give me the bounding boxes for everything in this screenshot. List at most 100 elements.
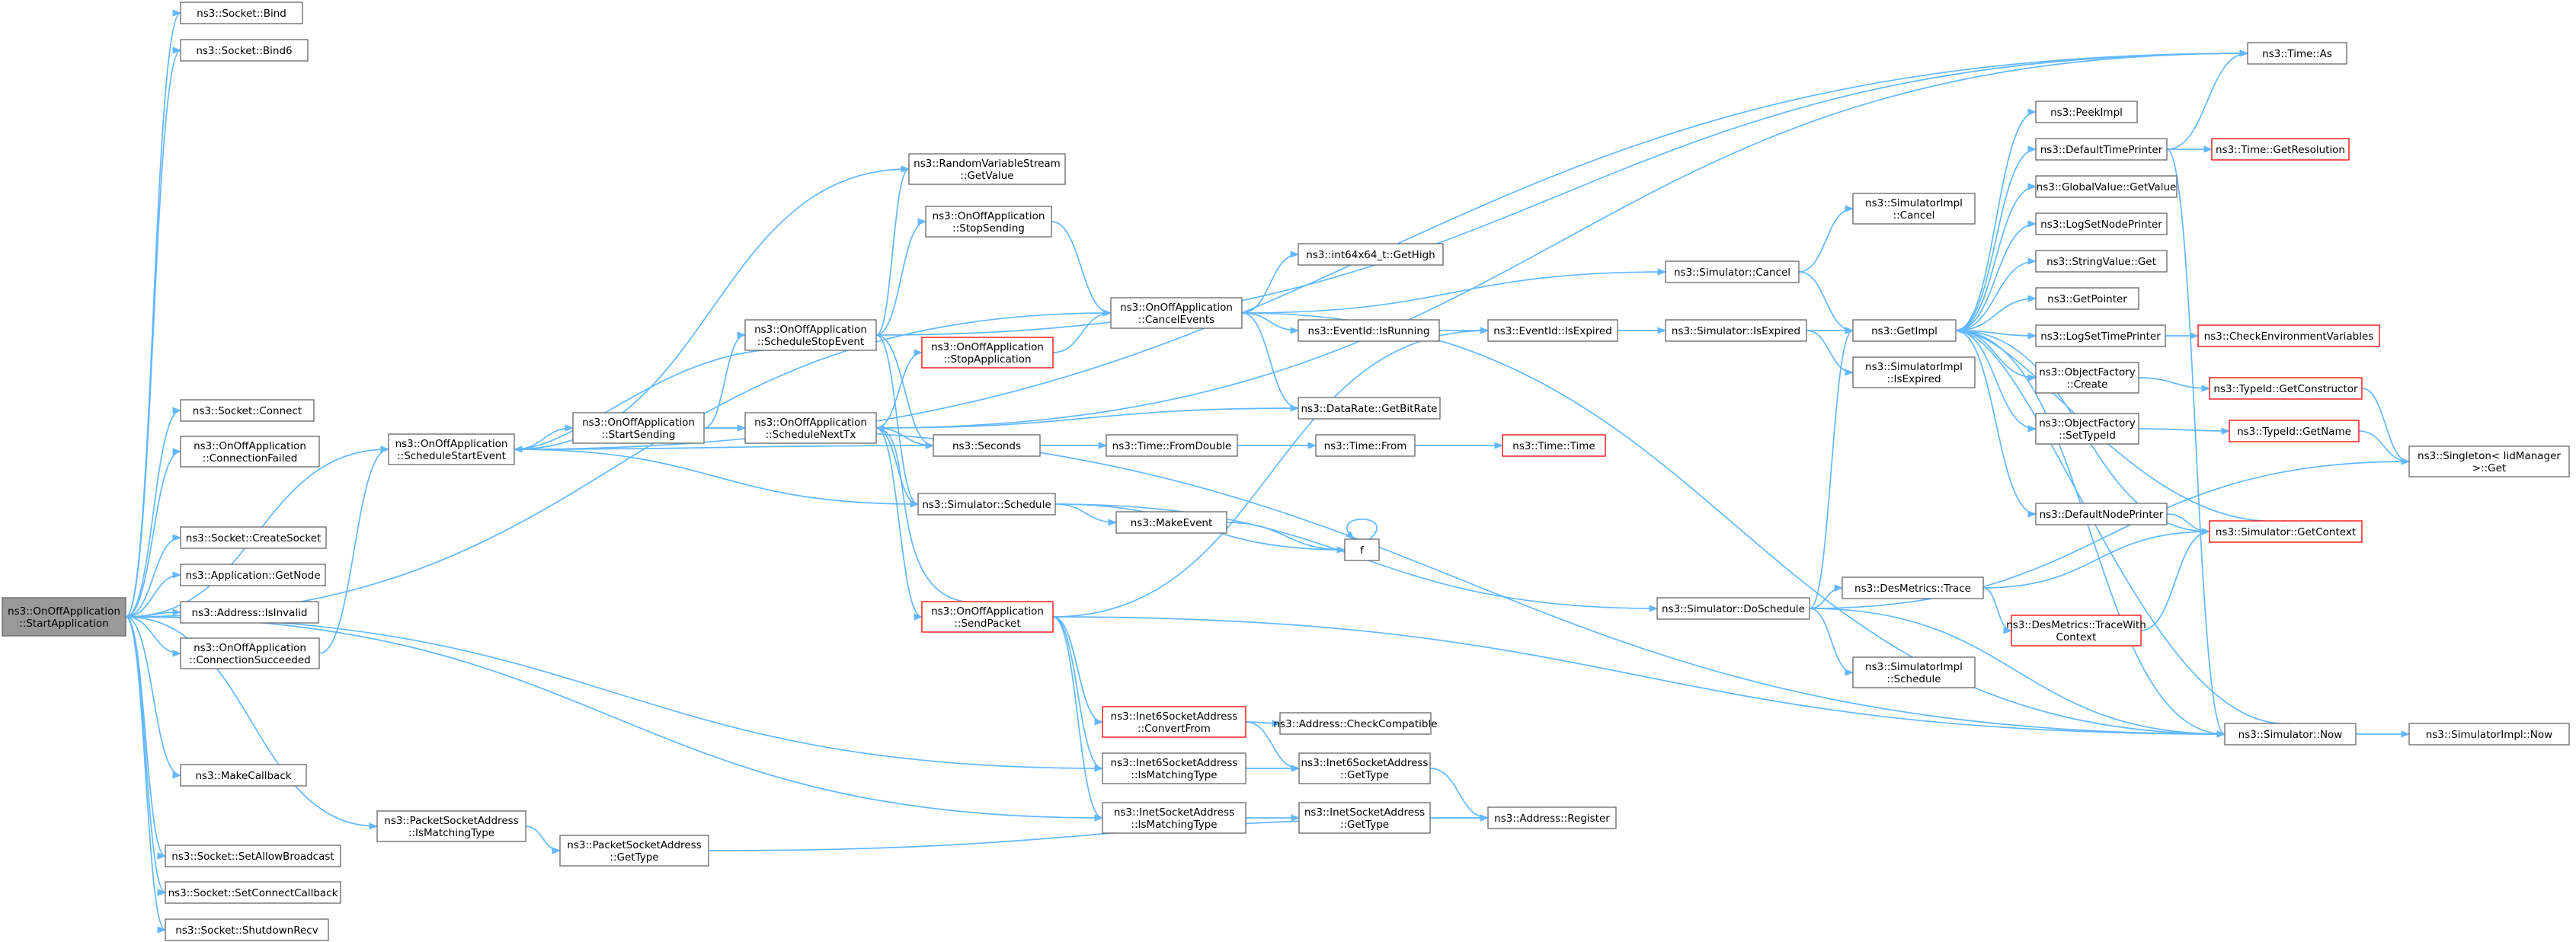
node-stringget[interactable]: ns3::StringValue::Get	[2035, 250, 2168, 273]
edge-schedstop-to-rvsget	[875, 165, 910, 336]
node-simimplsched[interactable]: ns3::SimulatorImpl::Schedule	[1852, 656, 1976, 688]
node-simisexpired[interactable]: ns3::Simulator::IsExpired	[1665, 319, 1807, 342]
node-simimplexpired[interactable]: ns3::SimulatorImpl::IsExpired	[1852, 356, 1976, 388]
node-getpointer[interactable]: ns3::GetPointer	[2035, 287, 2139, 310]
node-label: ns3::RandomVariableStream	[914, 158, 1061, 170]
node-simimplcancel[interactable]: ns3::SimulatorImpl::Cancel	[1852, 193, 1976, 225]
node-int64high[interactable]: ns3::int64x64_t::GetHigh	[1298, 243, 1444, 266]
node-fromdouble[interactable]: ns3::Time::FromDouble	[1106, 434, 1238, 457]
node-seconds[interactable]: ns3::Seconds	[933, 434, 1041, 457]
edge-i6gettype-to-register	[1429, 768, 1490, 822]
node-i4gettype[interactable]: ns3::InetSocketAddress::GetType	[1298, 802, 1431, 834]
node-isinvalid[interactable]: ns3::Address::IsInvalid	[180, 601, 319, 624]
node-stopsending[interactable]: ns3::OnOffApplication::StopSending	[925, 206, 1052, 238]
node-connsucc[interactable]: ns3::OnOffApplication::ConnectionSucceed…	[180, 637, 320, 669]
node-getnode[interactable]: ns3::Application::GetNode	[180, 564, 326, 586]
node-bind[interactable]: ns3::Socket::Bind	[180, 2, 303, 24]
node-timetime[interactable]: ns3::Time::Time	[1502, 434, 1606, 457]
node-checkenv[interactable]: ns3::CheckEnvironmentVariables	[2197, 324, 2380, 347]
node-box	[2209, 377, 2363, 400]
node-schedstart[interactable]: ns3::OnOffApplication::ScheduleStartEven…	[388, 433, 515, 465]
node-cancelevents[interactable]: ns3::OnOffApplication::CancelEvents	[1110, 297, 1243, 329]
node-box	[1298, 802, 1431, 834]
edge-stopapp-to-cancelevents	[1052, 309, 1112, 353]
node-simgetctx[interactable]: ns3::Simulator::GetContext	[2209, 520, 2363, 543]
node-stopapp[interactable]: ns3::OnOffApplication::StopApplication	[921, 337, 1054, 369]
edge-schedstart-to-seconds	[514, 442, 935, 450]
edge-cancelevents-to-simcancel	[1241, 268, 1667, 314]
node-box	[744, 319, 877, 351]
node-checkcompat[interactable]: ns3::Address::CheckCompatible	[1273, 712, 1438, 735]
edge-schedstart-to-simschedule	[514, 449, 920, 508]
node-ofsettype[interactable]: ns3::ObjectFactory::SetTypeId	[2035, 413, 2139, 445]
node-ofcreate[interactable]: ns3::ObjectFactory::Create	[2035, 362, 2139, 394]
node-i6gettype[interactable]: ns3::Inet6SocketAddress::GetType	[1298, 752, 1431, 784]
node-createsocket[interactable]: ns3::Socket::CreateSocket	[180, 526, 327, 549]
node-simschedule[interactable]: ns3::Simulator::Schedule	[917, 493, 1056, 516]
node-label: ns3::Socket::Bind6	[196, 45, 292, 57]
node-root[interactable]: ns3::OnOffApplication::StartApplication	[2, 597, 126, 637]
edge-root-to-bind6	[125, 46, 182, 618]
edge-getimpl-to-gvget	[1955, 183, 2037, 331]
node-connect[interactable]: ns3::Socket::Connect	[180, 399, 315, 422]
node-label: ::ConnectionSucceeded	[189, 654, 311, 666]
node-simcancel[interactable]: ns3::Simulator::Cancel	[1665, 260, 1800, 283]
node-makeevent[interactable]: ns3::MakeEvent	[1115, 511, 1227, 534]
node-box	[2229, 420, 2360, 442]
edge-pktmatch-to-pktgettype	[525, 825, 562, 854]
node-sendpacket[interactable]: ns3::OnOffApplication::SendPacket	[921, 601, 1054, 633]
node-logsetnode[interactable]: ns3::LogSetNodePrinter	[2035, 212, 2168, 235]
node-i6match[interactable]: ns3::Inet6SocketAddress::IsMatchingType	[1102, 752, 1246, 784]
node-startsend[interactable]: ns3::OnOffApplication::StartSending	[572, 412, 705, 444]
node-connfailed[interactable]: ns3::OnOffApplication::ConnectionFailed	[180, 436, 320, 468]
edge-typeidctor-to-singleton	[2361, 388, 2411, 465]
node-timegetres[interactable]: ns3::Time::GetResolution	[2211, 138, 2350, 161]
node-makecallback[interactable]: ns3::MakeCallback	[180, 764, 307, 787]
node-label: ::GetType	[1340, 769, 1389, 781]
node-pktmatch[interactable]: ns3::PacketSocketAddress::IsMatchingType	[376, 810, 526, 842]
node-label: ::ScheduleNextTx	[766, 429, 856, 441]
node-label: ::CancelEvents	[1138, 314, 1215, 326]
node-isexpired[interactable]: ns3::EventId::IsExpired	[1487, 319, 1618, 342]
node-logsettime[interactable]: ns3::LogSetTimePrinter	[2035, 324, 2166, 347]
node-typeidname[interactable]: ns3::TypeId::GetName	[2229, 420, 2360, 442]
node-f[interactable]: f	[1344, 538, 1380, 561]
node-rvsget[interactable]: ns3::RandomVariableStream::GetValue	[908, 153, 1066, 185]
node-pktgettype[interactable]: ns3::PacketSocketAddress::GetType	[559, 835, 709, 867]
node-isrunning[interactable]: ns3::EventId::IsRunning	[1298, 319, 1440, 342]
node-peekimpl[interactable]: ns3::PeekImpl	[2035, 101, 2138, 123]
node-label: ::SendPacket	[954, 618, 1020, 630]
node-gvget[interactable]: ns3::GlobalValue::GetValue	[2035, 175, 2178, 198]
node-label: f	[1360, 544, 1365, 557]
node-schednext[interactable]: ns3::OnOffApplication::ScheduleNextTx	[744, 412, 877, 444]
node-i4match[interactable]: ns3::InetSocketAddress::IsMatchingType	[1102, 802, 1246, 834]
node-schedstop[interactable]: ns3::OnOffApplication::ScheduleStopEvent	[744, 319, 877, 351]
node-defnodeprinter[interactable]: ns3::DefaultNodePrinter	[2035, 503, 2168, 525]
node-i6convert[interactable]: ns3::Inet6SocketAddress::ConvertFrom	[1102, 706, 1246, 738]
node-desmetrics[interactable]: ns3::DesMetrics::Trace	[1842, 576, 1984, 599]
node-label: ns3::Time::As	[2262, 48, 2332, 60]
node-getimpl[interactable]: ns3::GetImpl	[1852, 319, 1957, 342]
node-label: ns3::DataRate::GetBitRate	[1301, 403, 1438, 415]
node-timefrom[interactable]: ns3::Time::From	[1315, 434, 1416, 457]
node-simimplnow[interactable]: ns3::SimulatorImpl::Now	[2408, 723, 2570, 746]
node-label: ns3::Simulator::Cancel	[1674, 267, 1790, 279]
node-timeas[interactable]: ns3::Time::As	[2247, 42, 2347, 65]
node-datarate[interactable]: ns3::DataRate::GetBitRate	[1298, 397, 1441, 420]
node-bind6[interactable]: ns3::Socket::Bind6	[180, 39, 309, 62]
node-register[interactable]: ns3::Address::Register	[1487, 806, 1617, 829]
node-typeidctor[interactable]: ns3::TypeId::GetConstructor	[2209, 377, 2363, 400]
node-box	[2408, 723, 2570, 746]
node-doschedule[interactable]: ns3::Simulator::DoSchedule	[1656, 597, 1810, 620]
node-deftimeprinter[interactable]: ns3::DefaultTimePrinter	[2035, 138, 2168, 161]
node-allowbcast[interactable]: ns3::Socket::SetAllowBroadcast	[165, 845, 341, 867]
node-box	[1656, 597, 1810, 620]
node-singleton[interactable]: ns3::Singleton< IidManager>::Get	[2408, 445, 2570, 477]
node-simnow[interactable]: ns3::Simulator::Now	[2224, 723, 2357, 746]
node-label: ::Create	[2067, 378, 2108, 391]
edge-schedstop-to-stopsending	[875, 218, 927, 336]
node-shutrecv[interactable]: ns3::Socket::ShutdownRecv	[165, 918, 329, 941]
node-setconncb[interactable]: ns3::Socket::SetConnectCallback	[165, 881, 341, 904]
node-box	[2247, 42, 2347, 65]
